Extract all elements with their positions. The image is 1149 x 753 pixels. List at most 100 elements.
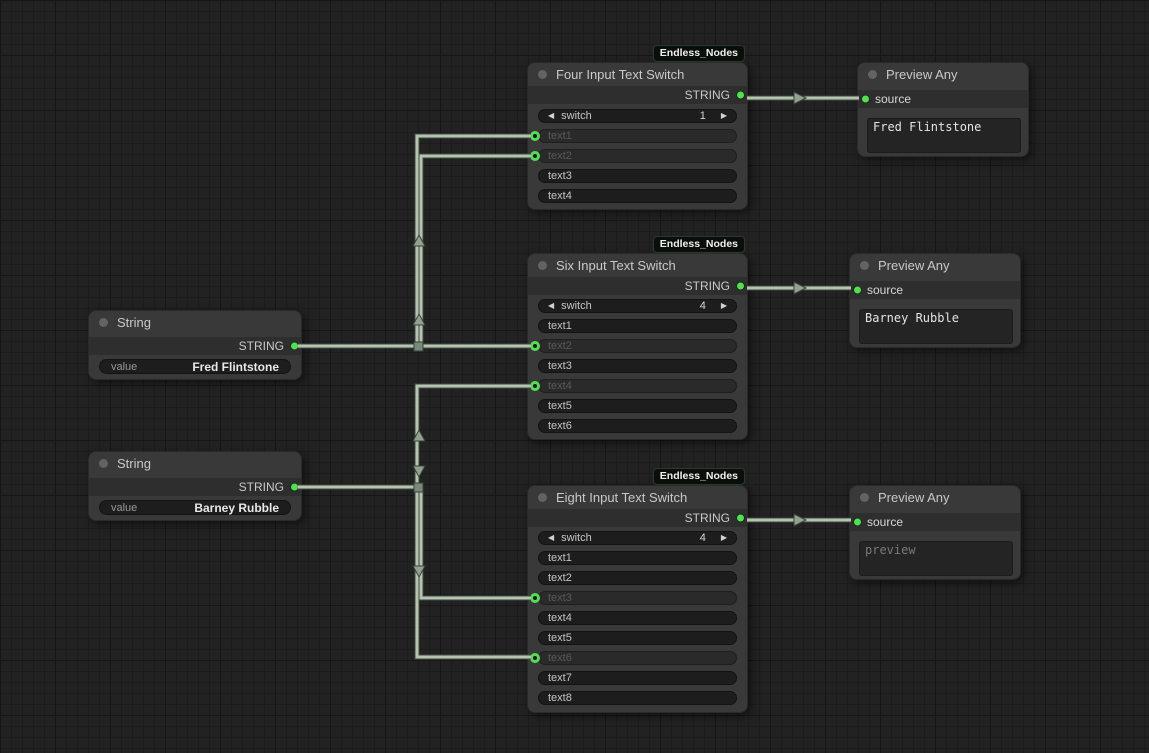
increment-arrow-icon[interactable]: ▶ <box>720 301 727 310</box>
node-preview-any-3[interactable]: Preview Any source <box>849 485 1021 580</box>
input-label: source <box>867 283 904 297</box>
text-input-row[interactable]: text4 <box>529 379 737 393</box>
node-six-input-text-switch[interactable]: Endless_Nodes Six Input Text Switch STRI… <box>527 236 748 440</box>
collapse-dot-icon[interactable] <box>868 69 877 79</box>
endless-nodes-badge: Endless_Nodes <box>652 236 745 253</box>
text-widget-row[interactable]: text2 <box>538 571 737 585</box>
text-input-row[interactable]: text3 <box>529 591 737 605</box>
wire-arrow-down-icon <box>412 465 426 479</box>
decrement-arrow-icon[interactable]: ◀ <box>548 533 555 542</box>
collapse-dot-icon[interactable] <box>538 493 547 502</box>
output-label: STRING <box>238 480 284 494</box>
input-slot-row: source <box>858 90 1028 108</box>
switch-widget[interactable]: ◀ switch 4 ▶ <box>538 299 737 313</box>
node-header[interactable]: Four Input Text Switch <box>528 63 747 86</box>
text-widget-row[interactable]: text5 <box>538 631 737 645</box>
switch-label: switch <box>561 532 592 544</box>
increment-arrow-icon[interactable]: ▶ <box>720 533 727 542</box>
text-widget-row[interactable]: text6 <box>538 419 737 433</box>
collapse-dot-icon[interactable] <box>860 492 869 502</box>
node-header[interactable]: String <box>89 452 301 474</box>
wire-arrow-right-icon <box>793 91 808 105</box>
switch-value: 1 <box>699 110 706 122</box>
input-slot-dot[interactable] <box>529 341 540 351</box>
widget-value: Fred Flintstone <box>192 359 279 374</box>
input-slot-dot[interactable] <box>529 131 540 141</box>
text-input-row[interactable]: text6 <box>529 651 737 665</box>
node-header[interactable]: Preview Any <box>850 486 1020 508</box>
node-title: Six Input Text Switch <box>556 258 676 273</box>
text-widget-row[interactable]: text1 <box>538 551 737 565</box>
node-header[interactable]: Six Input Text Switch <box>528 254 747 277</box>
collapse-dot-icon[interactable] <box>99 458 108 468</box>
output-label: STRING <box>684 279 730 293</box>
text-input-row[interactable]: text2 <box>529 149 737 163</box>
collapse-dot-icon[interactable] <box>538 261 547 270</box>
output-dot[interactable] <box>736 90 745 100</box>
input-slot-dot[interactable] <box>529 653 540 663</box>
preview-text-area[interactable]: Fred Flintstone <box>867 118 1021 153</box>
increment-arrow-icon[interactable]: ▶ <box>720 111 727 120</box>
node-title: Preview Any <box>878 257 950 273</box>
text-widget-row[interactable]: text3 <box>538 169 737 183</box>
text-input-row[interactable]: text1 <box>529 129 737 143</box>
collapse-dot-icon[interactable] <box>99 317 108 327</box>
collapse-dot-icon[interactable] <box>860 260 869 270</box>
output-slot-row: STRING <box>528 509 747 527</box>
switch-value: 4 <box>699 300 706 312</box>
input-slot-row: source <box>850 513 1020 531</box>
output-dot[interactable] <box>736 281 745 291</box>
text-widget-row[interactable]: text1 <box>538 319 737 333</box>
node-preview-any-2[interactable]: Preview Any source Barney Rubble <box>849 253 1021 348</box>
preview-text-area[interactable] <box>859 541 1013 576</box>
switch-widget[interactable]: ◀ switch 1 ▶ <box>538 109 737 123</box>
wire-barney-to-eight-text3 <box>298 485 531 600</box>
text-input-row[interactable]: text2 <box>529 339 737 353</box>
switch-label: switch <box>561 300 592 312</box>
output-label: STRING <box>238 339 284 353</box>
preview-text-area[interactable]: Barney Rubble <box>859 309 1013 344</box>
node-string-2[interactable]: String STRING value Barney Rubble <box>88 451 302 521</box>
wire-arrow-right-icon <box>793 281 808 295</box>
node-eight-input-text-switch[interactable]: Endless_Nodes Eight Input Text Switch ST… <box>527 468 748 713</box>
source-input-dot[interactable] <box>861 94 870 104</box>
text-widget-row[interactable]: text4 <box>538 611 737 625</box>
node-header[interactable]: String <box>89 311 301 333</box>
wire-barney-to-six-text4 <box>298 384 531 489</box>
node-preview-any-1[interactable]: Preview Any source Fred Flintstone <box>857 62 1029 157</box>
node-header[interactable]: Eight Input Text Switch <box>528 486 747 509</box>
input-slot-dot[interactable] <box>529 381 540 391</box>
collapse-dot-icon[interactable] <box>538 70 547 79</box>
text-widget-row[interactable]: text7 <box>538 671 737 685</box>
output-label: STRING <box>684 88 730 102</box>
text-widget-row[interactable]: text3 <box>538 359 737 373</box>
node-title: Preview Any <box>878 489 950 505</box>
node-four-input-text-switch[interactable]: Endless_Nodes Four Input Text Switch STR… <box>527 45 748 210</box>
value-widget[interactable]: value Fred Flintstone <box>99 359 291 374</box>
widget-label: value <box>111 501 138 514</box>
input-slot-dot[interactable] <box>529 593 540 603</box>
source-input-dot[interactable] <box>853 285 862 295</box>
output-dot[interactable] <box>290 341 299 351</box>
node-string-1[interactable]: String STRING value Fred Flintstone <box>88 310 302 380</box>
text-widget-row[interactable]: text4 <box>538 189 737 203</box>
source-input-dot[interactable] <box>853 517 862 527</box>
node-title: Eight Input Text Switch <box>556 490 688 505</box>
output-dot[interactable] <box>736 513 745 523</box>
input-slot-dot[interactable] <box>529 151 540 161</box>
output-dot[interactable] <box>290 482 299 492</box>
node-title: Four Input Text Switch <box>556 67 685 82</box>
decrement-arrow-icon[interactable]: ◀ <box>548 301 555 310</box>
switch-widget[interactable]: ◀ switch 4 ▶ <box>538 531 737 545</box>
text-widget-row[interactable]: text8 <box>538 691 737 705</box>
node-header[interactable]: Preview Any <box>850 254 1020 276</box>
decrement-arrow-icon[interactable]: ◀ <box>548 111 555 120</box>
output-label: STRING <box>684 511 730 525</box>
value-widget[interactable]: value Barney Rubble <box>99 500 291 515</box>
text-widget-row[interactable]: text5 <box>538 399 737 413</box>
output-slot-row: STRING <box>89 337 301 355</box>
wire-arrow-up-icon <box>412 312 426 326</box>
endless-nodes-badge: Endless_Nodes <box>652 468 745 485</box>
node-title: String <box>117 314 151 330</box>
node-header[interactable]: Preview Any <box>858 63 1028 85</box>
